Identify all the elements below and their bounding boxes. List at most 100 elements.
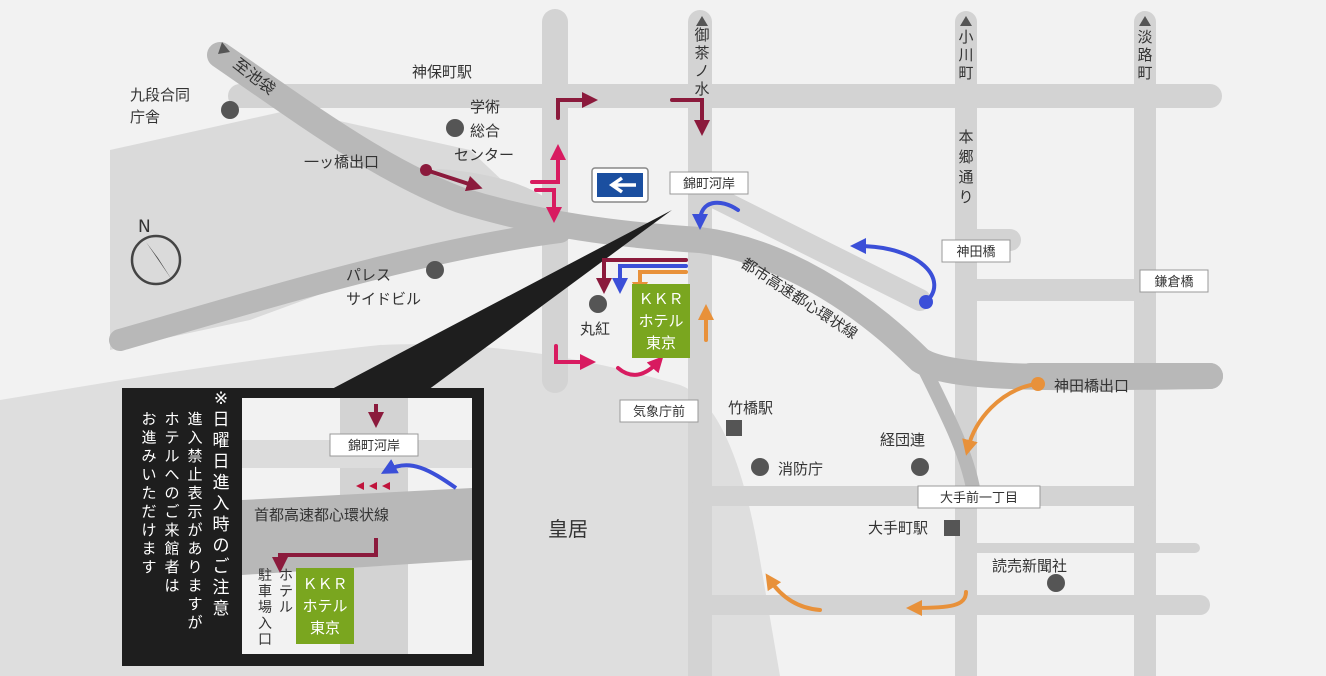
intersection-otemachi-1: 大手前一丁目 [940, 490, 1018, 506]
exit-hitotsubashi: 一ッ橋出口 [304, 153, 379, 171]
vertical-char: 意 [213, 599, 230, 619]
vertical-char: 入 [187, 429, 202, 447]
landmark-markers [221, 101, 1065, 592]
route-arrow-orange [962, 382, 1038, 456]
label-line: サイドビル [346, 290, 421, 308]
landmark-marubeni: 丸紅 [580, 320, 610, 338]
vertical-char: お [141, 410, 156, 428]
area-imperial-palace: 皇居 [548, 517, 588, 541]
road-ochanomizu: 御茶ノ水 [694, 26, 709, 98]
vertical-char: 入 [258, 616, 272, 632]
vertical-char: 者 [164, 558, 179, 576]
road-direction-markers [218, 16, 1151, 54]
vertical-char: ル [164, 447, 179, 465]
vertical-char: だ [141, 503, 156, 521]
vertical-char: 茶 [694, 44, 709, 62]
landmark-yomiuri: 読売新聞社 [992, 557, 1067, 575]
vertical-char: は [164, 577, 179, 595]
vertical-char: ホ [164, 410, 179, 428]
station-otemachi: 大手町駅 [868, 519, 928, 537]
vertical-char: 曜 [213, 431, 230, 451]
route-arrow-crimson [670, 98, 710, 136]
inset-parking-col1: ホテル [279, 568, 293, 616]
landmark-dot [751, 458, 769, 476]
route-arrow-blue [612, 264, 688, 294]
landmark-shobocho: 消防庁 [778, 460, 823, 478]
vertical-char: り [187, 558, 202, 576]
route-arrow-blue [850, 238, 937, 304]
label-line: 総合 [470, 122, 500, 140]
no-entry-direction-sign [591, 167, 649, 203]
intersection-kamakurabashi: 鎌倉橋 [1154, 275, 1193, 290]
route-arrow-pink [530, 144, 566, 184]
sunday-caution-inset: ※日曜日進入時のご注意 進入禁止表示がありますが ホテルへのご来館者は お進みい… [122, 388, 484, 666]
vertical-char: い [141, 466, 156, 484]
intersection-kandabashi: 神田橋 [956, 245, 995, 260]
landmark-gakujutsu-center: 学術総合センター [454, 98, 514, 164]
vertical-char: 止 [187, 466, 202, 484]
landmark-dot [426, 261, 444, 279]
vertical-char: 口 [258, 632, 272, 648]
vertical-char: 来 [164, 521, 179, 539]
vertical-char: の [213, 536, 230, 556]
intersection-labels: 錦町河岸 神田橋 鎌倉橋 気象庁前 大手前一丁目 [619, 171, 1209, 509]
route-arrow-crimson [424, 168, 483, 192]
route-arrow-pink [534, 188, 562, 223]
hotel-marker: ＫＫＲ ホテル 東京 [632, 284, 690, 358]
landmark-dot [221, 101, 239, 119]
route-arrow-orange [906, 590, 968, 616]
vertical-char: 郷 [958, 148, 973, 166]
station-marker-takebashi [726, 420, 742, 436]
vertical-char: 淡 [1137, 28, 1152, 46]
vertical-char: す [141, 558, 156, 576]
route-arrow-crimson [596, 258, 688, 294]
landmark-dot [589, 295, 607, 313]
vertical-char: 進 [141, 429, 156, 447]
vertical-char: 駐 [258, 568, 272, 584]
route-start-dot [420, 164, 432, 176]
route-arrow-orange [765, 573, 822, 612]
vertical-char: み [141, 447, 156, 465]
vertical-char: ま [187, 577, 202, 595]
exit-kandabashi: 神田橋出口 [1054, 377, 1129, 395]
arrow-left-icon [608, 176, 636, 194]
vertical-char: り [958, 188, 973, 206]
vertical-char: が [187, 521, 202, 539]
vertical-char: 川 [958, 46, 973, 64]
vertical-char: 通 [958, 168, 973, 186]
inset-parking: ホテル 駐車場入口 [258, 568, 293, 648]
vertical-char: あ [187, 540, 202, 558]
landmark-dot [911, 458, 929, 476]
station-takebashi: 竹橋駅 [728, 399, 773, 417]
vertical-char: 本 [958, 128, 973, 146]
inset-note-line1: 進入禁止表示がありますが [187, 410, 202, 632]
vertical-char: 日 [213, 410, 230, 430]
inset-caution-title: ※日曜日進入時のご注意 [213, 389, 230, 619]
vertical-char: の [164, 484, 179, 502]
vertical-char: ま [141, 540, 156, 558]
inset-note-line2: ホテルへのご来館者は [164, 410, 179, 595]
vertical-road-labels: 御茶ノ水 小川町 淡路町 本郷通り [694, 26, 1152, 206]
vertical-char: 進 [187, 410, 202, 428]
label-line: 学術 [470, 98, 500, 116]
hotel-name-line3: 東京 [646, 334, 676, 352]
vertical-char: 示 [187, 503, 202, 521]
vertical-char: ホ [279, 568, 293, 584]
vertical-char: 進 [213, 473, 230, 493]
vertical-char: け [141, 521, 156, 539]
inset-parking-col2: 駐車場入口 [258, 568, 272, 648]
label-line: 庁舎 [130, 108, 160, 126]
vertical-char: ※ [214, 389, 228, 409]
label-line: パレス [346, 266, 391, 284]
station-jimbocho: 神保町駅 [412, 63, 472, 81]
inset-hotel-line1: ＫＫＲ [302, 575, 347, 593]
vertical-char: ご [164, 503, 179, 521]
inset-hotel-line3: 東京 [310, 619, 340, 637]
inset-note-line3: お進みいただけます [141, 410, 156, 576]
vertical-char: 日 [213, 452, 230, 472]
intersection-nishikicho-kashi: 錦町河岸 [683, 176, 735, 192]
inset-expressway: 首都高速都心環状線 [254, 506, 389, 524]
vertical-char: 館 [164, 540, 179, 558]
landmark-kudan-office: 九段合同庁舎 [130, 86, 190, 126]
